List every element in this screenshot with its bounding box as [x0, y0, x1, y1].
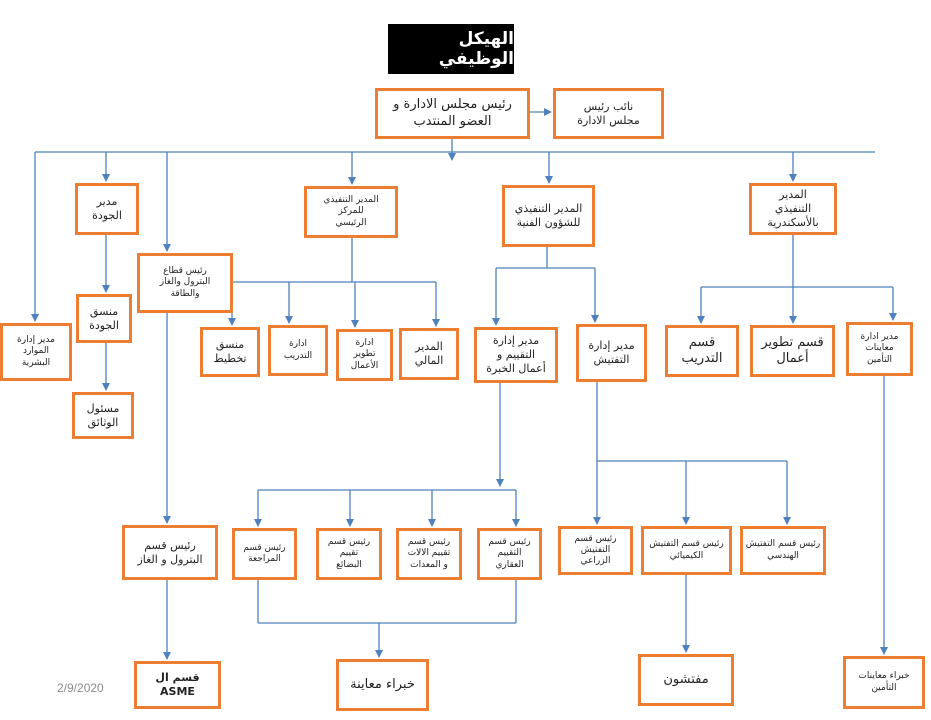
node-quality-manager: مدير الجودة — [75, 183, 139, 235]
node-inspection-experts: خبراء معاينة — [336, 659, 429, 711]
page-title: الهيكل الوظيفي — [388, 24, 514, 74]
node-quality-coordinator: منسق الجودة — [76, 294, 132, 343]
node-machinery-eval-head: رئيس قسم تقييم الالات و المعدات — [396, 528, 462, 580]
node-exec-alexandria: المدير التنفيذي بالأسكندرية — [749, 183, 837, 235]
node-eng-inspection-head: رئيس قسم التفتيش الهندسي — [740, 526, 826, 575]
node-documents-officer: مسئول الوثائق — [72, 392, 134, 439]
node-training-dept: قسم التدريب — [665, 325, 739, 377]
node-insurance-experts: خبراء معاينات التأمين — [843, 656, 925, 709]
node-petroleum-dept-head: رئيس قسم البترول و الغاز — [122, 525, 218, 580]
node-insurance-inspection-manager: مدير ادارة معاينات التأمين — [846, 322, 913, 376]
node-inspection-manager: مدير إدارة التفتيش — [576, 324, 647, 382]
node-inspectors: مفتشون — [638, 654, 734, 706]
node-exec-head-office: المدير التنفيذي للمركز الرئيسي — [304, 186, 398, 238]
node-realestate-eval-head: رئيس قسم التقييم العقاري — [477, 528, 542, 580]
node-vice-chairman: نائب رئيس مجلس الادارة — [553, 88, 664, 139]
node-planning-coordinator: منسق تخطيط — [200, 327, 260, 377]
node-goods-eval-head: رئيس قسم تقييم البضائع — [316, 528, 382, 580]
node-asme-dept: قسم ال ASME — [134, 661, 221, 709]
node-petroleum-sector-head: رئيس قطاع البترول والغاز والطاقة — [137, 253, 233, 313]
node-audit-head: رئيس قسم المراجعة — [232, 528, 297, 580]
node-financial-manager: المدير المالي — [399, 328, 459, 380]
node-hr-manager: مدير إدارة الموارد البشرية — [0, 323, 72, 381]
node-business-dev-admin: ادارة تطوير الأعمال — [336, 329, 393, 381]
date-stamp: 2/9/2020 — [57, 681, 104, 695]
node-chem-inspection-head: رئيس قسم التفتيش الكيميائي — [641, 526, 732, 575]
node-business-dev-dept: قسم تطوير أعمال — [750, 325, 835, 377]
node-agri-inspection-head: رئيس قسم التفتيش الزراعي — [558, 526, 633, 575]
node-training-admin: ادارة التدريب — [268, 325, 328, 376]
node-chairman: رئيس مجلس الادارة و العضو المنتدب — [375, 88, 530, 139]
node-evaluation-manager: مدير إدارة التقييم و أعمال الخبرة — [474, 327, 558, 383]
node-exec-technical: المدير التنفيذي للشؤون الفنية — [502, 185, 595, 247]
